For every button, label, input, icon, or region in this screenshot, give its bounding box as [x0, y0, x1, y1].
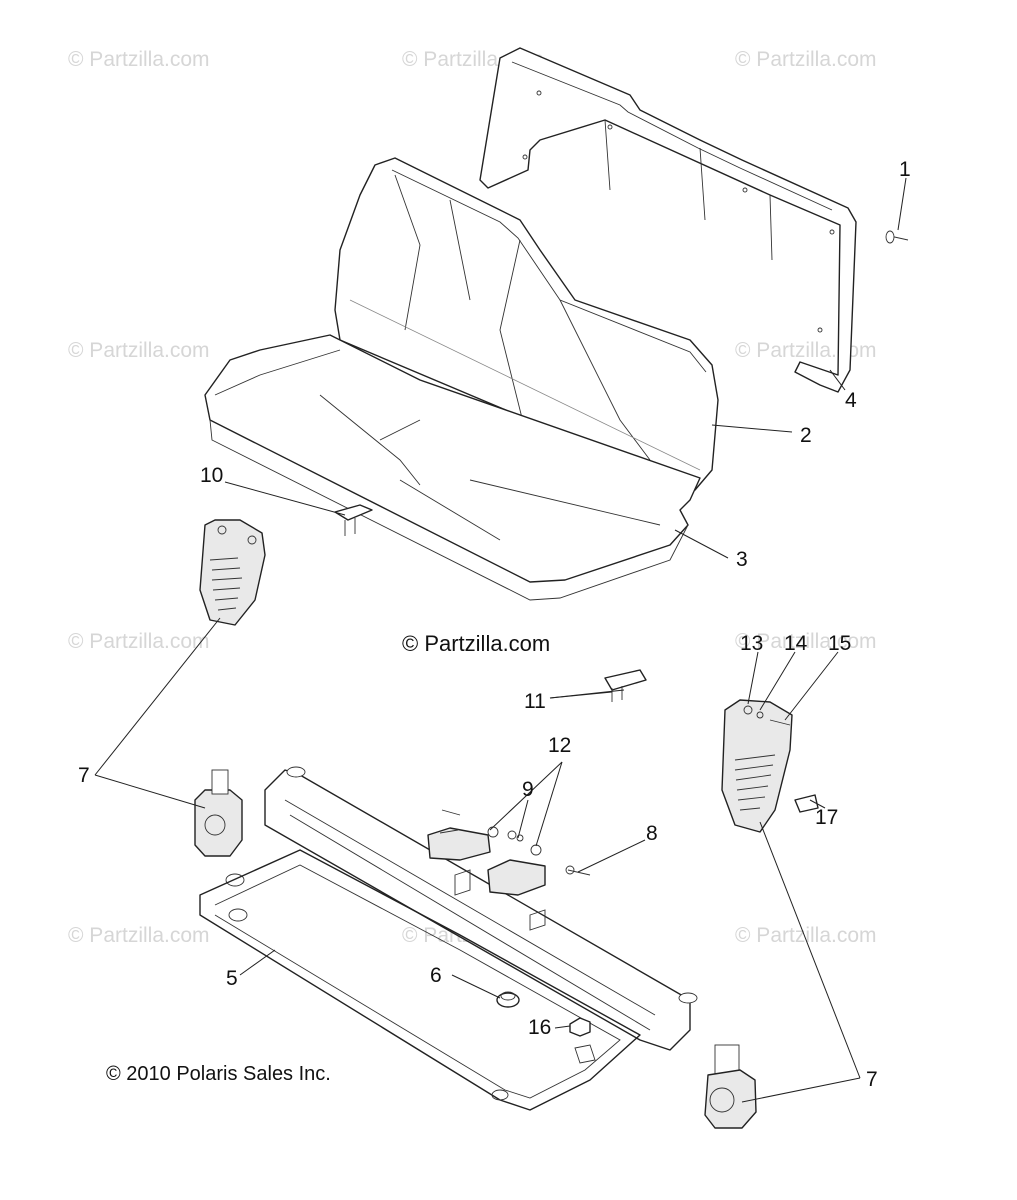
callout-17: 17 — [815, 806, 838, 829]
callout-6: 6 — [430, 964, 442, 987]
center-watermark: © Partzilla.com — [402, 631, 550, 656]
callout-1: 1 — [899, 158, 911, 181]
belt-retractor-right — [704, 1044, 757, 1129]
callout-3: 3 — [736, 548, 748, 571]
hinge-plate-11 — [604, 669, 647, 702]
callout-labels: 1 2 3 4 5 6 7 7 8 9 10 11 12 13 14 15 16… — [78, 158, 911, 1091]
callout-10: 10 — [200, 464, 223, 487]
seat-belt-boot-left — [199, 519, 266, 626]
callout-2: 2 — [800, 424, 812, 447]
watermark: © Partzilla.com — [735, 48, 877, 71]
callout-15: 15 — [828, 632, 851, 655]
callout-14: 14 — [784, 632, 808, 655]
watermark: © Partzilla.com — [68, 630, 210, 653]
callout-7-left: 7 — [78, 764, 90, 787]
callout-7-right: 7 — [866, 1068, 878, 1091]
watermark: © Partzilla.com — [68, 48, 210, 71]
nut-16 — [569, 1017, 591, 1037]
callout-9: 9 — [522, 778, 534, 801]
callout-11: 11 — [524, 690, 546, 713]
belt-retractor-left — [194, 769, 245, 887]
bolt-1 — [885, 230, 909, 244]
callout-13: 13 — [740, 632, 763, 655]
leader-lines — [94, 177, 907, 1103]
callout-4: 4 — [845, 389, 857, 412]
watermark: © Partzilla.com — [68, 339, 210, 362]
callout-8: 8 — [646, 822, 658, 845]
seat-frame — [199, 766, 698, 1111]
seat-belt-boot-right — [721, 699, 819, 833]
watermark: © Partzilla.com — [735, 339, 877, 362]
watermark: © Partzilla.com — [68, 924, 210, 947]
watermark: © Partzilla.com — [735, 924, 877, 947]
seat-belt-buckles — [427, 809, 591, 896]
hinge-plate-10 — [334, 504, 373, 536]
copyright-notice: © 2010 Polaris Sales Inc. — [106, 1063, 331, 1085]
seat-backrest — [334, 157, 719, 491]
grommet-6 — [496, 991, 520, 1008]
seat-bottom — [204, 334, 701, 601]
callout-5: 5 — [226, 967, 238, 990]
watermark: © Partzilla.com — [735, 630, 877, 653]
callout-12: 12 — [548, 734, 571, 757]
seat-back-panel — [479, 47, 857, 393]
callout-16: 16 — [528, 1016, 551, 1039]
